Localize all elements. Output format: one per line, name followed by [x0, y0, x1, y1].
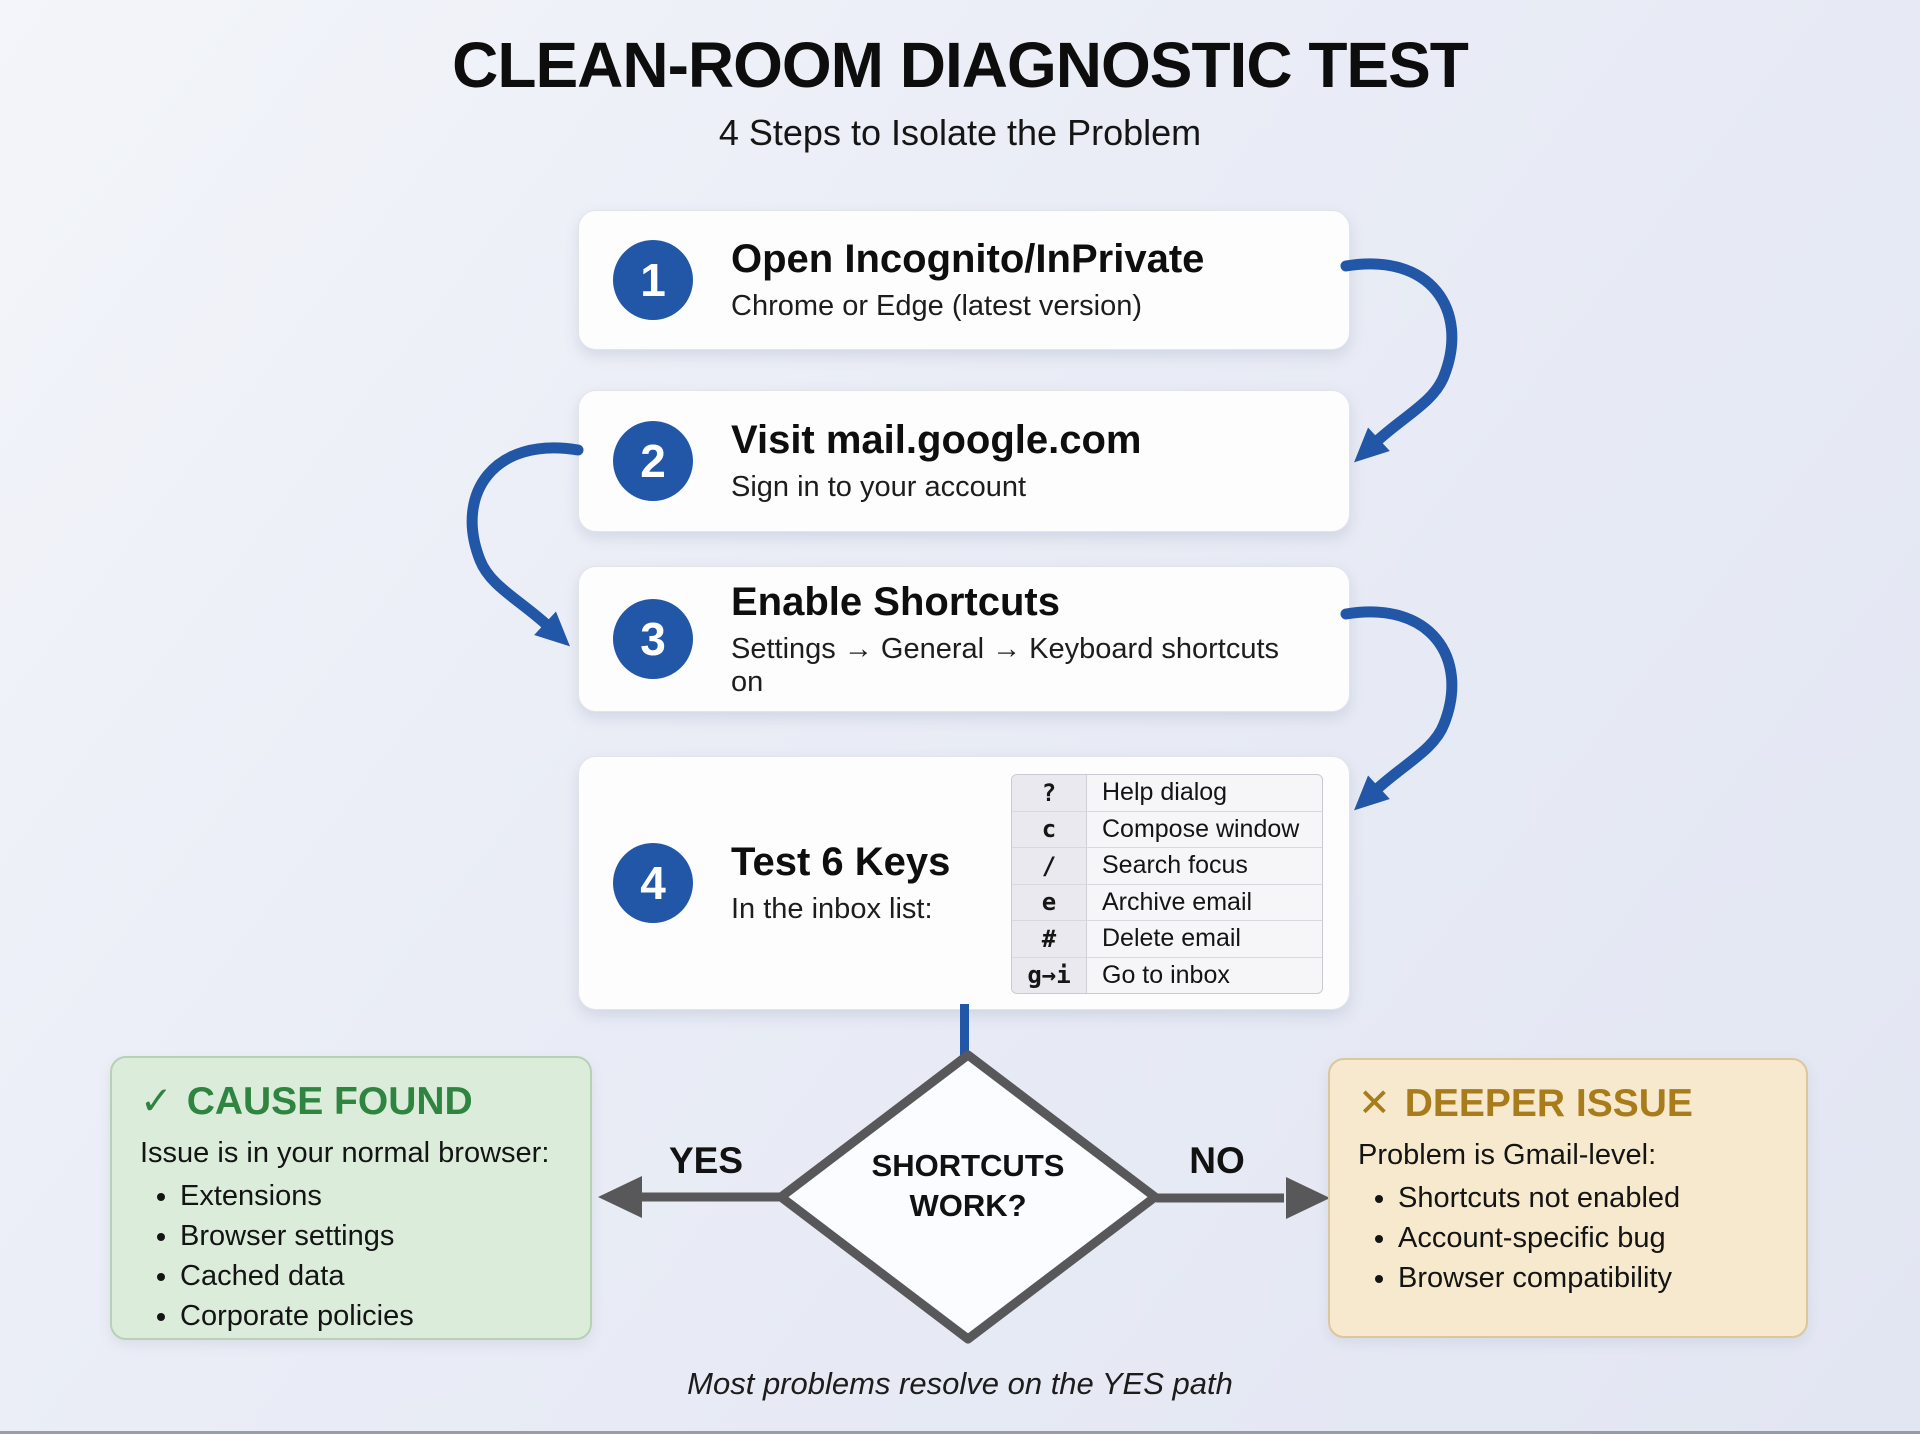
shortcut-row: e Archive email: [1012, 883, 1322, 920]
list-item: Browser settings: [180, 1220, 562, 1253]
step-text: Open Incognito/InPrivate Chrome or Edge …: [731, 237, 1204, 323]
step-card-2: 2 Visit mail.google.com Sign in to your …: [578, 390, 1350, 532]
step-card-1: 1 Open Incognito/InPrivate Chrome or Edg…: [578, 210, 1350, 350]
yes-arrow-icon: [598, 1176, 784, 1218]
step-subtitle: Sign in to your account: [731, 471, 1027, 503]
footer-note: Most problems resolve on the YES path: [687, 1366, 1233, 1401]
step-subtitle: Chrome or Edge (latest version): [731, 290, 1142, 322]
x-icon: ✕: [1358, 1081, 1391, 1126]
shortcut-key: #: [1012, 921, 1087, 957]
step-title: Open Incognito/InPrivate: [731, 237, 1205, 281]
outcome-deeper-issue: ✕ DEEPER ISSUE Problem is Gmail-level: S…: [1328, 1058, 1808, 1338]
outcome-list: Shortcuts not enabled Account-specific b…: [1374, 1182, 1778, 1295]
step-number-badge: 4: [613, 843, 693, 923]
shortcut-key: c: [1012, 811, 1087, 847]
step-text: Visit mail.google.com Sign in to your ac…: [731, 418, 1141, 504]
outcome-lead: Issue is in your normal browser:: [140, 1137, 550, 1169]
step-card-4: 4 Test 6 Keys In the inbox list: ? Help …: [578, 756, 1350, 1010]
shortcut-row: # Delete email: [1012, 920, 1322, 957]
connector-step4-to-decision: [960, 1004, 969, 1062]
shortcut-row: g→i Go to inbox: [1012, 956, 1322, 993]
list-item: Shortcuts not enabled: [1398, 1182, 1778, 1215]
outcome-heading: ✓ CAUSE FOUND: [140, 1082, 562, 1121]
outcome-list: Extensions Browser settings Cached data …: [156, 1180, 562, 1333]
list-item: Account-specific bug: [1398, 1222, 1778, 1255]
decision-question: SHORTCUTS WORK?: [871, 1148, 1065, 1224]
curved-arrow-step2-to-step3-icon: [466, 442, 584, 647]
curved-arrow-step1-to-step2-icon: [1340, 258, 1458, 463]
shortcut-row: ? Help dialog: [1012, 775, 1322, 811]
shortcut-action: Go to inbox: [1102, 960, 1230, 989]
shortcut-row: / Search focus: [1012, 847, 1322, 884]
bottom-edge-line: [0, 1431, 1920, 1434]
outcome-heading-text: DEEPER ISSUE: [1404, 1082, 1693, 1125]
step-number-badge: 2: [613, 421, 693, 501]
step-number-badge: 1: [613, 240, 693, 320]
shortcut-key: ?: [1012, 775, 1087, 811]
no-branch-label: NO: [1189, 1140, 1245, 1181]
step-card-3: 3 Enable Shortcuts Settings → General → …: [578, 566, 1350, 712]
shortcut-action: Search focus: [1102, 851, 1248, 880]
no-arrow-icon: [1156, 1177, 1330, 1219]
outcome-lead: Problem is Gmail-level:: [1358, 1139, 1657, 1171]
list-item: Browser compatibility: [1398, 1262, 1778, 1295]
list-item: Cached data: [180, 1260, 562, 1293]
shortcut-action: Delete email: [1102, 924, 1241, 953]
decision-diamond: [776, 1050, 1160, 1344]
outcome-heading: ✕ DEEPER ISSUE: [1358, 1084, 1778, 1123]
step-title: Enable Shortcuts: [731, 579, 1060, 624]
outcome-cause-found: ✓ CAUSE FOUND Issue is in your normal br…: [110, 1056, 592, 1340]
shortcut-action: Compose window: [1102, 814, 1300, 843]
shortcut-action: Archive email: [1102, 887, 1253, 916]
outcome-heading-text: CAUSE FOUND: [186, 1080, 473, 1123]
step-text: Enable Shortcuts Settings → General → Ke…: [731, 580, 1315, 699]
check-icon: ✓: [140, 1079, 173, 1124]
shortcut-action: Help dialog: [1102, 778, 1228, 807]
page-subtitle: 4 Steps to Isolate the Problem: [718, 112, 1202, 153]
shortcut-row: c Compose window: [1012, 810, 1322, 847]
list-item: Extensions: [180, 1180, 562, 1213]
curved-arrow-step3-to-step4-icon: [1340, 606, 1458, 811]
step-title: Test 6 Keys: [731, 840, 951, 884]
step-subtitle: Settings → General → Keyboard shortcuts …: [731, 632, 1280, 698]
list-item: Corporate policies: [180, 1300, 562, 1333]
shortcut-key-table: ? Help dialog c Compose window / Search …: [1011, 774, 1323, 994]
page-title: CLEAN-ROOM DIAGNOSTIC TEST: [452, 29, 1469, 101]
step-text: Test 6 Keys In the inbox list:: [731, 840, 950, 926]
shortcut-key: e: [1012, 884, 1087, 920]
step-number-badge: 3: [613, 599, 693, 679]
shortcut-key: /: [1012, 848, 1087, 884]
step-title: Visit mail.google.com: [731, 418, 1142, 462]
shortcut-key: g→i: [1012, 957, 1087, 993]
yes-branch-label: YES: [668, 1140, 744, 1181]
step-subtitle: In the inbox list:: [731, 893, 933, 925]
